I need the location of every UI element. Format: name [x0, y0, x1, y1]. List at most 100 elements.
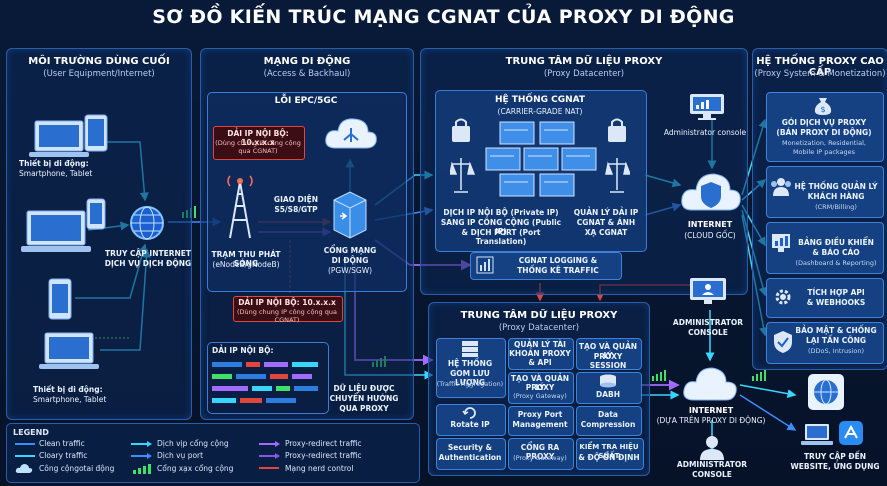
gateway-label-2: DI ĐỘNG	[331, 256, 369, 265]
cloud-icon	[15, 464, 33, 473]
tile-label: Rotate IP	[450, 420, 490, 429]
bar-chart-icon	[476, 256, 494, 274]
proxy-port-card[interactable]	[508, 406, 574, 436]
ip-range-title: DẢI IP NỘI BỘ: 10.x.x.x	[227, 129, 289, 147]
legend-arrow-public	[131, 441, 152, 447]
internet-access-label: TRUY CẬP INTERNET	[104, 249, 192, 258]
proxy-item-sub: Monetization, Residential,	[782, 139, 866, 147]
cgnat-translation-label-3: & DỊCH PORT (Port Translation)	[461, 228, 541, 246]
internet-cloud-sub: (CLOUD GỐC)	[684, 231, 736, 240]
legend-item: Dịch vịp cổng cộng	[157, 439, 229, 448]
legend-item: Công cộngotai động	[39, 464, 115, 473]
cell-tower-icon	[227, 175, 253, 239]
tile-label: QUẢN LÝ TÀI	[514, 340, 566, 349]
proxy-item-title: TÍCH HỢP API	[807, 288, 865, 297]
proxy-item-sub: (DDoS, Intrusion)	[808, 347, 864, 355]
phone-icon	[48, 278, 72, 320]
tile-label: Security &	[447, 443, 493, 452]
laptop-icon	[21, 210, 91, 252]
core-network-box	[207, 92, 407, 292]
tile-label: DABH	[595, 390, 621, 399]
legend-line-control	[259, 467, 279, 469]
tile-label: Proxy Port	[517, 410, 563, 419]
account-management-card[interactable]	[508, 338, 574, 370]
tablet-icon	[84, 114, 108, 152]
cgnat-translation-label: DỊCH IP NỘI BỘ (Private IP)	[443, 208, 559, 217]
proxy-item-title-2: & BÁO CÁO	[812, 248, 860, 257]
proxy-gateway-create-card[interactable]	[508, 372, 574, 404]
tile-label: TẠO VÀ QUẢN LÝ	[510, 374, 570, 392]
ip-range-panel-title: DẢI IP NỘI BỘ:	[212, 346, 274, 355]
signal-bars-icon	[133, 464, 151, 474]
cgnat-ip-management-label-3: XẠ CGNAT	[584, 228, 628, 237]
laptop-icon	[39, 332, 99, 369]
section-subtitle: (Proxy Datacenter)	[498, 323, 580, 333]
section-subtitle: (User Equipment/Internet)	[43, 69, 155, 79]
section-title: MẠNG DI ĐỘNG	[263, 56, 351, 67]
aggregation-sub: (Traffic Aggregation)	[436, 380, 504, 388]
refresh-icon	[462, 407, 476, 419]
internet-bottom-title: INTERNET	[688, 406, 734, 415]
device-sub-top: Smartphone, Tablet	[19, 169, 93, 178]
gateway-server-icon	[333, 191, 367, 239]
laptop-icon	[29, 120, 89, 157]
performance-check-card[interactable]	[576, 438, 644, 470]
legend-line-clean	[15, 443, 35, 445]
monitor-icon	[690, 278, 726, 304]
cgnat-logging-label: CGNAT LOGGING &	[518, 256, 598, 265]
ip-range-box-mid	[233, 296, 343, 322]
redirect-label-3: QUA PROXY	[339, 404, 389, 413]
redirect-label-2: CHUYỂN HƯỚNG	[329, 394, 399, 403]
user-icon	[700, 436, 724, 460]
legend-item: Proxy-redirect traffic	[285, 439, 362, 448]
legend-arrow-proxy	[259, 441, 280, 447]
ip-range-bars	[212, 362, 318, 403]
svg-text:$: $	[820, 105, 825, 114]
device-label-bottom: Thiết bị di động:	[33, 385, 103, 394]
users-icon	[771, 178, 791, 196]
rotate-ip-card[interactable]	[436, 404, 506, 436]
security-auth-card[interactable]	[436, 438, 506, 470]
ip-range-box-top	[213, 126, 305, 160]
proxy-item-title-2: LẠI TẤN CÔNG	[805, 336, 867, 345]
tile-label: TẠO VÀ QUẢN LÝ	[578, 342, 638, 360]
shield-icon	[774, 331, 792, 353]
proxy-item-title: GÓI DỊCH VỤ PROXY	[781, 118, 867, 127]
data-compression-card[interactable]	[576, 406, 642, 436]
internet-cloud-title: INTERNET	[687, 220, 733, 229]
tile-label-2: & ĐỘ ỔN ĐỊNH	[578, 453, 640, 462]
ip-range-title: DẢI IP NỘI BỘ: 10.x.x.x	[238, 298, 336, 307]
legend-title: LEGEND	[13, 428, 49, 437]
section-title: TRUNG TÂM DỮ LIỆU PROXY	[505, 56, 663, 67]
gateway-label: CỔNG MẠNG	[323, 246, 377, 255]
phone-icon	[86, 198, 106, 230]
core-network-title: LỖI EPC/5GC	[274, 96, 338, 106]
tile-label-2: Compression	[580, 420, 636, 429]
legend-item: Cổng xạx cổng cộng	[157, 464, 234, 473]
gear-icon	[775, 289, 791, 305]
server-cluster-icon	[450, 118, 630, 197]
monitor-icon	[690, 94, 724, 120]
internet-bottom-sub: (DỰA TRÊN PROXY DI ĐỘNG)	[656, 416, 766, 425]
redirect-label: DỮ LIỆU ĐƯỢC	[333, 384, 395, 393]
web-globe-icon	[808, 374, 844, 410]
cloud-icon	[683, 367, 737, 401]
interface-label-2: S5/S8/GTP	[274, 205, 318, 214]
proxy-gateway-card[interactable]	[508, 438, 574, 470]
tile-label: CỔNG RA PROXY	[520, 443, 560, 461]
proxy-session-card[interactable]	[576, 338, 642, 370]
aggregation-label: HỆ THỐNG	[447, 359, 493, 368]
cgnat-ip-management-label: QUẢN LÝ DẢI IP	[573, 208, 639, 217]
cloud-shield-icon	[681, 173, 741, 211]
api-card[interactable]	[766, 278, 884, 318]
proxy-item-sub: (CRM/Billing)	[815, 203, 857, 211]
device-label-top: Thiết bị di động:	[19, 159, 89, 168]
cgnat-logging-label-2: THỐNG KÊ TRAFFIC	[517, 266, 599, 275]
admin-console-label: ADMINISTRATOR	[672, 318, 744, 327]
legend-item: Proxy-redirect traffic	[285, 451, 362, 460]
tile-label-2: KHOẢN PROXY	[509, 349, 571, 358]
cgnat-ip-management-label-2: CGNAT & ÁNH	[576, 218, 636, 227]
gateway-sub: (PGW/SGW)	[327, 266, 373, 275]
tile-label: KIỂM TRA HIỆU SUẤT	[579, 443, 639, 460]
